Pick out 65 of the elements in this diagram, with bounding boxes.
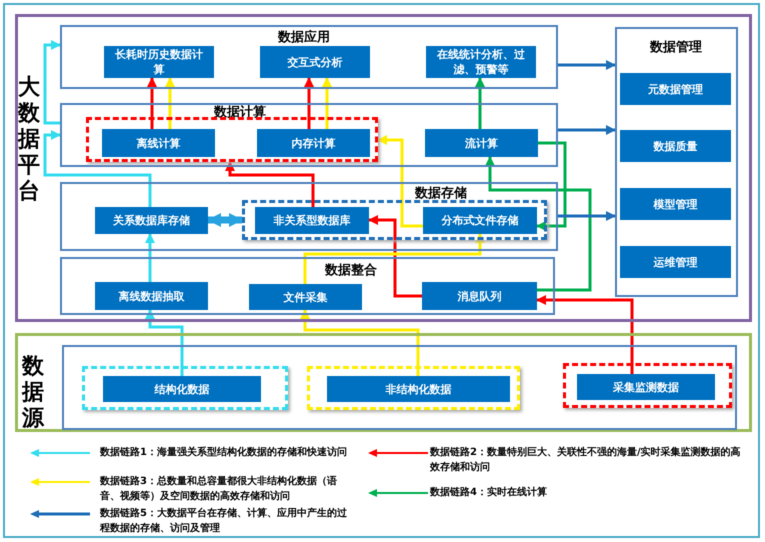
process-box: 非结构化数据: [327, 376, 510, 402]
section-title: 大数据平台: [18, 75, 41, 205]
process-box: 长耗时历史数据计算: [104, 46, 214, 78]
arrow: [207, 213, 243, 227]
section-title: 数据源: [22, 354, 46, 432]
process-box: 消息队列: [422, 282, 537, 310]
arrow: [147, 77, 157, 129]
process-box: 运维管理: [620, 246, 731, 278]
arrow: [44, 130, 152, 207]
arrow: [368, 215, 422, 298]
dashed-group-frame: [307, 366, 520, 410]
arrow: [145, 309, 184, 376]
arrow: [304, 233, 485, 284]
process-box: 模型管理: [620, 188, 731, 220]
legend-text: 数据链路3：总数量和总容量都很大非结构化数据（语音、视频等）及空间数据的高效存储和访问: [100, 474, 338, 504]
legend-text: 数据链路1：海量强关系型结构化数据的存储和快速访问: [100, 445, 348, 460]
dashed-group-frame: [563, 363, 732, 408]
layer-panel: [615, 27, 738, 297]
arrow: [304, 77, 314, 129]
layer-title: 数据计算: [214, 104, 266, 121]
legend-text: 数据链路5：大数据平台在存储、计算、应用中产生的过程数据的存储、访问及管理: [100, 506, 348, 536]
layer-panel: [60, 25, 558, 89]
process-box: 交互式分析: [260, 46, 370, 78]
legend-text: 数据链路2：数量特别巨大、关联性不强的海量/实时采集监测数据的高效存储和访问: [430, 445, 742, 475]
layer-panel: [60, 257, 555, 315]
process-box: 结构化数据: [103, 376, 261, 402]
process-box: 文件采集: [249, 284, 362, 310]
arrow: [558, 125, 616, 135]
arrow: [536, 295, 634, 374]
arrow: [536, 142, 566, 231]
arrow: [558, 211, 616, 221]
process-box: 流计算: [425, 129, 538, 157]
layer-panel: [60, 103, 558, 167]
layer-title: 数据管理: [650, 39, 702, 56]
dashed-group-frame: [86, 117, 378, 162]
platform-frame: [15, 14, 752, 322]
layer-title: 数据应用: [278, 28, 330, 46]
arrow: [322, 77, 332, 129]
process-box: 非关系型数据库: [255, 207, 369, 234]
arrow: [145, 233, 155, 282]
layer-panel: [60, 182, 558, 251]
arrow: [475, 77, 485, 129]
arrow: [165, 77, 175, 129]
arrow: [558, 60, 616, 70]
dashed-group-frame: [82, 366, 288, 410]
arrow: [485, 156, 592, 292]
source-frame: [15, 333, 752, 432]
process-box: 内存计算: [257, 129, 370, 157]
process-box: 采集监测数据: [577, 374, 715, 400]
process-box: 元数据管理: [620, 73, 731, 105]
dashed-group-frame: [242, 200, 547, 240]
process-box: 在线统计分析、过滤、预警等: [426, 46, 536, 78]
source-panel: [62, 345, 737, 430]
process-box: 数据质量: [620, 130, 731, 162]
process-box: 分布式文件存储: [423, 207, 537, 234]
legend-text: 数据链路4：实时在线计算: [430, 485, 548, 500]
arrow: [377, 135, 423, 228]
process-box: 离线计算: [102, 129, 215, 157]
process-box: 关系数据库存储: [95, 207, 208, 234]
layer-title: 数据整合: [325, 262, 377, 279]
arrow: [225, 161, 314, 207]
arrow: [44, 40, 61, 124]
process-box: 离线数据抽取: [95, 282, 208, 310]
layer-title: 数据存储: [415, 185, 467, 202]
arrow: [300, 309, 420, 376]
